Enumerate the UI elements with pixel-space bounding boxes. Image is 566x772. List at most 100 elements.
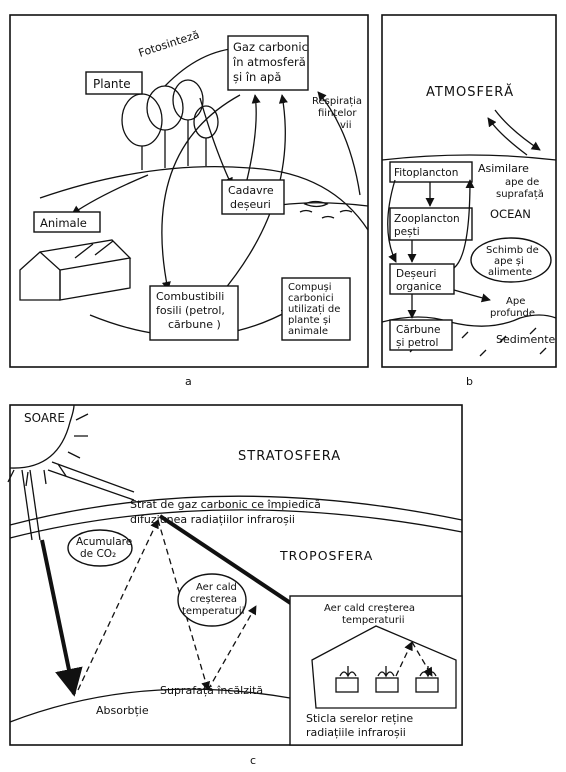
arrow-ocean-up — [487, 117, 528, 156]
compounds-label-1: Compuși — [288, 282, 332, 293]
sediment-label: Sedimente — [496, 333, 556, 346]
photosynthesis-label: Fotosinteză — [137, 28, 201, 60]
troposphere-label: TROPOSFERA — [279, 548, 373, 563]
panel-a: Fotosinteză Plante Gaz carbonic în atmos… — [9, 14, 369, 388]
zooplankton-box — [389, 207, 473, 241]
plants-label: Plante — [93, 77, 131, 91]
panel-b: ATMOSFERĂ Fitoplancton Asimilare ape de … — [381, 14, 557, 388]
coal-oil-label-1: Cărbune — [396, 324, 441, 336]
sun-label: SOARE — [24, 411, 65, 425]
arrow-gas-to-fuel — [161, 94, 241, 291]
deep-water-label-1: Ape — [506, 296, 525, 307]
fish-icon — [303, 200, 329, 208]
sun-beam-right-1 — [47, 469, 135, 501]
greenhouse-ir-arrow-1 — [395, 641, 413, 677]
waste-box — [221, 179, 285, 215]
co2-accumulation-ellipse — [67, 529, 133, 567]
animals-box — [33, 211, 101, 233]
sun-disc — [9, 404, 75, 469]
arrow-waste-to-deep — [453, 289, 491, 303]
ir-up-arrow-2 — [207, 605, 257, 691]
barns-icon — [19, 239, 132, 301]
warm-air-ellipse — [177, 573, 247, 627]
panel-a-frame — [9, 14, 369, 368]
phytoplankton-label: Fitoplancton — [394, 167, 458, 179]
warm-air-label-1: Aer cald — [196, 582, 237, 593]
compounds-label-2: carbonici — [288, 293, 334, 304]
panel-c: SOARE STRATOSFERA Strat de gaz carbonic … — [7, 404, 463, 767]
organic-waste-label-2: organice — [396, 281, 441, 293]
fuel-label-2: fosili (petrol, — [156, 304, 225, 317]
co2-layer-label-1: Strat de gaz carbonic ce împiedică — [130, 498, 321, 511]
absorption-label: Absorbție — [96, 704, 149, 717]
greenhouse-glass-label-1: Sticla serelor reține — [306, 712, 413, 725]
assimilation-label: Asimilare — [478, 162, 529, 175]
gas-label-3: și în apă — [233, 70, 281, 84]
arrow-waste-to-surface — [453, 179, 475, 269]
co2-layer-bottom — [9, 509, 463, 539]
sun-beam-left-1 — [21, 469, 33, 541]
arrow-atmosphere-down — [494, 109, 541, 151]
caption-a: a — [185, 375, 192, 388]
solar-radiation-arrow — [40, 539, 83, 697]
greenhouse-glass-label-2: radiațiile infraroșii — [306, 726, 406, 739]
ground-curve — [9, 688, 291, 723]
exchange-label-2: ape și — [494, 256, 524, 267]
organic-waste-label-1: Deșeuri — [396, 268, 436, 280]
exchange-ellipse — [470, 237, 552, 283]
surface-water-label-2: suprafață — [496, 189, 544, 200]
coal-oil-box — [389, 319, 453, 351]
arrow-plants-to-waste — [199, 97, 233, 187]
warm-air-label-2: creșterea — [190, 594, 237, 605]
compounds-label-5: animale — [288, 326, 328, 337]
waste-label-1: Cadavre — [228, 184, 274, 197]
arrow-decay-to-gas — [243, 94, 261, 193]
arrow-respiration — [317, 91, 361, 196]
plants-box — [85, 71, 143, 95]
co2-layer-top — [9, 495, 463, 526]
fuel-label-3: cărbune ) — [168, 318, 221, 331]
ocean-label: OCEAN — [490, 207, 531, 221]
greenhouse-inset — [289, 595, 463, 746]
compounds-box — [281, 277, 351, 341]
gas-label-2: în atmosferă — [232, 55, 306, 69]
respiration-label-1: Respirația — [312, 96, 362, 107]
surface-water-label-1: ape de — [505, 177, 539, 188]
deep-water-label-2: profunde — [490, 308, 535, 319]
warm-air-label-3: temperaturii — [182, 606, 244, 617]
panel-b-frame — [381, 14, 557, 368]
heated-surface-label: Suprafață încălzită — [160, 684, 263, 697]
sun-rays-icon — [7, 413, 89, 487]
phytoplankton-box — [389, 161, 473, 183]
coal-oil-label-2: și petrol — [396, 337, 438, 349]
gas-label-1: Gaz carbonic — [233, 40, 308, 54]
gas-box — [227, 35, 309, 91]
ir-up-arrow-1 — [77, 519, 159, 691]
animals-label: Animale — [40, 216, 87, 230]
waste-label-2: deșeuri — [230, 198, 271, 211]
caption-b: b — [466, 375, 473, 388]
sun-beam-right-2 — [51, 461, 135, 493]
stratosphere-label: STRATOSFERA — [238, 449, 341, 464]
respiration-label-3: vii — [340, 120, 351, 131]
co2-accumulation-label-1: Acumulare — [76, 536, 132, 548]
sea-surface-line — [381, 154, 557, 161]
co2-accumulation-label-2: de CO₂ — [80, 548, 116, 560]
atmosphere-label: ATMOSFERĂ — [426, 84, 514, 100]
fuel-label-1: Combustibili — [156, 290, 224, 303]
compounds-label-4: plante și — [288, 315, 331, 326]
caption-c: c — [250, 754, 256, 767]
sediment-line — [381, 314, 557, 327]
greenhouse-ir-arrow-2 — [411, 641, 433, 677]
arrow-plants-to-animals — [71, 174, 149, 215]
arrow-phyto-to-waste — [387, 179, 397, 263]
respiration-label-2: ființelor — [318, 108, 357, 119]
organic-waste-box — [389, 263, 455, 295]
zooplankton-label-2: pești — [394, 226, 420, 238]
zooplankton-label-1: Zooplancton — [394, 213, 460, 225]
sun-beam-left-2 — [29, 469, 41, 541]
greenhouse-warm-air-label-1: Aer cald creșterea — [324, 603, 415, 614]
greenhouse-warm-air-label-2: temperaturii — [342, 615, 404, 626]
exchange-label-3: alimente — [488, 267, 532, 278]
